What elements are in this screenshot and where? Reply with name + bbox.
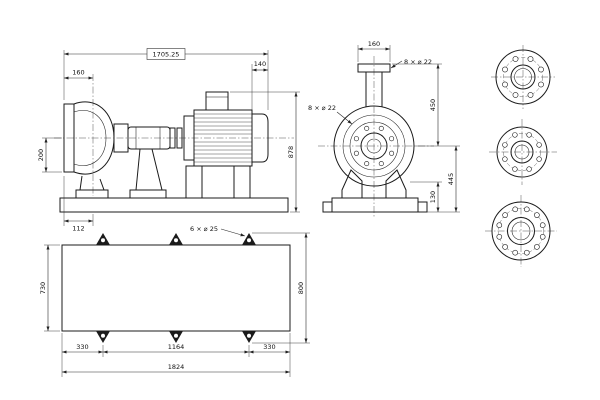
dim-fan-cover: 140 (251, 60, 268, 110)
callout-discharge-holes-label: 8 × ⌀ 22 (404, 58, 432, 66)
callout-discharge-holes: 8 × ⌀ 22 (390, 58, 432, 69)
dim-discharge-width: 160 (357, 40, 391, 62)
callout-anchor-holes-label: 6 × ⌀ 25 (190, 225, 218, 233)
anchor-markers (96, 233, 256, 343)
casing-foot-pad (75, 189, 109, 199)
dim-base-length: 1824 (62, 363, 290, 374)
end-view: 160 8 × ⌀ 22 8 × ⌀ 22 450 130 445 (308, 40, 460, 218)
volute-inner-line (73, 110, 107, 166)
volute-front (333, 105, 415, 187)
side-view: 1705.25 160 140 200 878 112 (37, 48, 300, 233)
fan-cover (252, 113, 269, 163)
dim-suction-drop: 200 (37, 137, 62, 173)
motor-fins (194, 113, 252, 163)
dim-edge-to-first-hole-label: 330 (76, 343, 88, 351)
baseplate-side (59, 197, 289, 213)
callout-suction-holes: 8 × ⌀ 22 (308, 104, 353, 125)
motor-foot-rear (233, 165, 251, 199)
dim-flange-offset-label: 160 (72, 69, 84, 77)
dim-discharge-width-label: 160 (368, 40, 380, 48)
baseplate-end (331, 197, 419, 213)
dim-flange-offset: 160 (64, 69, 93, 80)
flange-view-bottom (485, 195, 557, 267)
dim-foot-height-label: 130 (429, 191, 437, 203)
flange-top-bolt-holes (502, 56, 544, 98)
flange-view-middle (489, 119, 557, 185)
dim-base-width: 730 (39, 244, 60, 332)
casing-foot (79, 175, 105, 191)
dim-flange-to-centerline-label: 450 (429, 99, 437, 111)
dim-clamp-span-label: 800 (297, 282, 305, 294)
baseplate-plan (61, 244, 291, 332)
dim-base-length-label: 1824 (168, 363, 185, 371)
pedestal-pad (129, 189, 167, 199)
base-lug-left (322, 201, 333, 213)
flange-bottom-bolt-holes (496, 206, 546, 256)
dim-foot-height: 130 (410, 181, 442, 212)
dim-overall-length: 1705.25 (63, 48, 269, 110)
dim-fan-cover-label: 140 (254, 60, 266, 68)
base-lug-right (417, 201, 428, 213)
motor-foot-front (185, 165, 203, 199)
dim-flange-to-centerline: 450 (392, 63, 460, 147)
coupling-half-2 (176, 127, 183, 149)
dim-flange-to-base-label: 112 (72, 225, 84, 233)
dim-last-hole-to-edge-label: 330 (263, 343, 275, 351)
bearing-pedestal (135, 148, 163, 191)
dim-overall-height: 878 (230, 91, 300, 213)
suction-eye (360, 132, 388, 160)
dim-centerline-to-base-label: 445 (447, 173, 455, 185)
dim-flange-to-base: 112 (63, 176, 94, 233)
dim-suction-drop-label: 200 (37, 149, 45, 161)
dim-hole-chain: 330 1164 330 (61, 333, 291, 377)
dim-clamp-span: 800 (252, 232, 310, 344)
flange-view-top (491, 45, 555, 109)
coupling-half-1 (169, 127, 176, 149)
flange-middle-bolt-holes (502, 132, 542, 172)
dim-centerline-to-base: 445 (420, 146, 460, 213)
plan-view: 6 × ⌀ 25 730 800 330 1164 330 (39, 225, 310, 377)
callout-suction-holes-label: 8 × ⌀ 22 (308, 104, 336, 112)
dim-overall-length-label: 1705.25 (153, 51, 180, 59)
suction-flange-holes (353, 125, 395, 167)
dim-hole-spacing-label: 1164 (168, 343, 185, 351)
callout-anchor-holes: 6 × ⌀ 25 (190, 225, 246, 237)
terminal-box (205, 91, 229, 111)
dim-base-width-label: 730 (39, 282, 47, 294)
dim-overall-height-label: 878 (287, 146, 295, 158)
discharge-flange (357, 63, 391, 73)
